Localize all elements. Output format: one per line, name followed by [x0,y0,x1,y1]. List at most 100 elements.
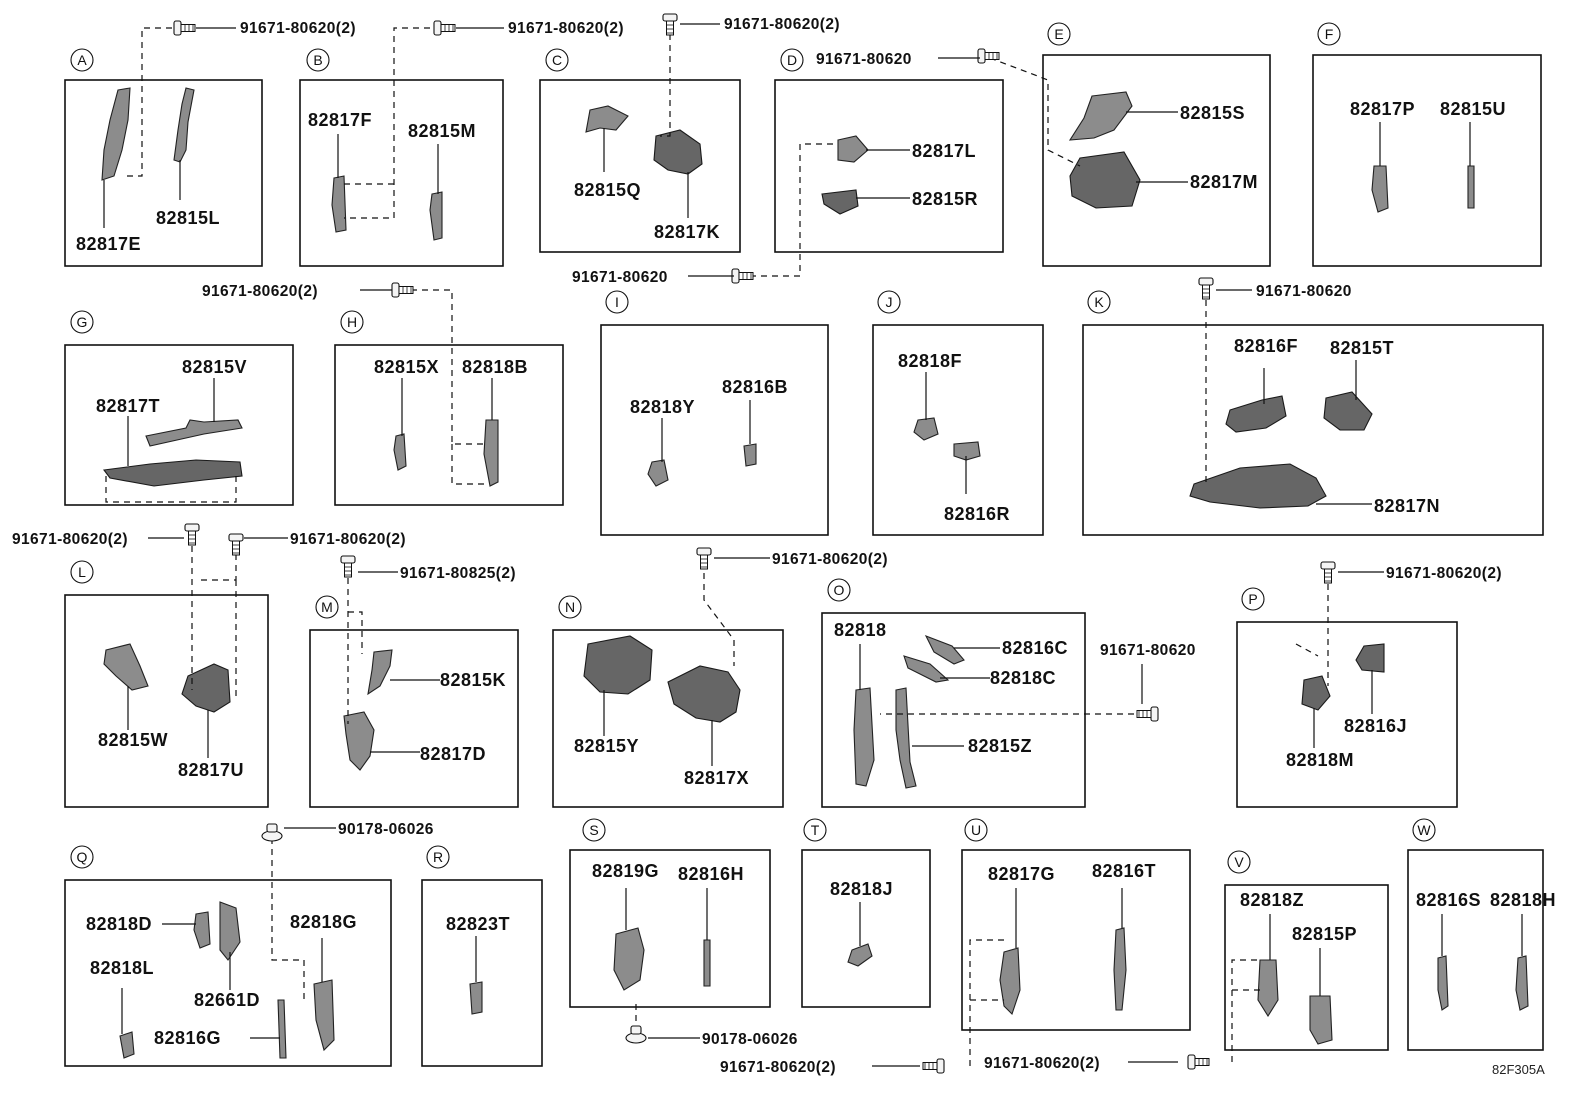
svg-text:M: M [321,599,333,615]
part-shape-82818d [193,911,211,949]
part-shape-82816s [1437,955,1449,1011]
part-label: 82817F [308,110,372,130]
part-label: 82818M [1286,750,1354,770]
svg-text:J: J [886,294,893,310]
section-letter-d: D [780,48,804,72]
svg-text:N: N [565,599,575,615]
section-box-j [872,324,1044,536]
part-label: 82818B [462,357,528,377]
part-shape-82818c [903,655,950,683]
part-label: 82815W [98,730,168,750]
part-shape-82815x [393,433,407,471]
section-letter-s: S [582,818,606,842]
section-letter-b: B [306,48,330,72]
svg-text:A: A [77,52,87,68]
part-label: 82817U [178,760,244,780]
fastener-label: 91671-80620(2) [984,1055,1100,1072]
part-shape-82815w [103,643,149,691]
svg-text:G: G [77,314,88,330]
part-label: 82818 [834,620,887,640]
part-shape-82816c [924,634,965,665]
part-label: 82815X [374,357,439,377]
svg-text:F: F [1325,26,1334,42]
part-shape-82823t [469,981,483,1015]
section-letter-l: L [70,560,94,584]
part-shape-82817e [101,87,131,181]
part-shape-82817f [331,175,347,233]
part-label: 82818F [898,351,962,371]
part-label: 82816H [678,864,744,884]
fastener-label: 91671-80620(2) [508,20,624,37]
part-shape-82818j [847,943,873,967]
part-label: 82816T [1092,861,1156,881]
fastener-label-leaders [148,23,1384,1067]
part-shape-82816f [1225,395,1287,433]
part-shape-82818b [483,419,499,487]
part-shape-82815y [583,635,653,695]
route-f11 [703,562,735,666]
part-shape-82817m [1069,151,1141,209]
section-letter-g: G [70,310,94,334]
section-letter-k: K [1087,290,1111,314]
part-label: 82815R [912,189,978,209]
section-letter-h: H [340,310,364,334]
section-letter-q: Q [70,845,94,869]
section-box-u [961,849,1191,1031]
part-label: 82818G [290,912,357,932]
part-shape-82818z [1257,959,1279,1018]
section-box-g [64,344,294,506]
svg-text:I: I [615,294,619,310]
section-letter-j: J [877,290,901,314]
svg-text:T: T [811,822,820,838]
part-shape-82816g [277,999,287,1059]
section-box-v [1224,884,1389,1051]
section-box-l [64,594,269,808]
section-box-n [552,629,784,808]
fastener-label: 91671-80620 [1100,642,1196,659]
part-shape-82817n [1189,463,1327,509]
part-shape-82818l [119,1031,135,1059]
bolt-icon [391,282,414,298]
bolt-icon [433,20,456,36]
part-shape-82815t [1323,391,1373,431]
bolt-icon [173,20,196,36]
fastener-label: 91671-80620(2) [12,531,128,548]
part-shape-82816h [703,939,711,987]
section-letter-t: T [803,818,827,842]
svg-text:E: E [1054,26,1063,42]
part-label: 82817P [1350,99,1415,119]
part-label: 82815K [440,670,506,690]
part-shape-82816t [1113,927,1127,1011]
part-label: 82816F [1234,336,1298,356]
part-label: 82818J [830,879,893,899]
part-shape-82816j [1355,643,1385,673]
part-label: 82815V [182,357,247,377]
section-letter-n: N [558,595,582,619]
fastener-label: 91671-80620(2) [1386,565,1502,582]
clip-icon [625,1025,647,1044]
section-letter-c: C [545,48,569,72]
fastener-label: 91671-80620(2) [720,1059,836,1076]
part-shape-82816b [743,443,757,467]
part-label: 82817G [988,864,1055,884]
section-letter-f: F [1317,22,1341,46]
route-f9 [196,554,237,700]
svg-text:W: W [1417,822,1431,838]
part-label: 82815U [1440,99,1506,119]
route-f13 [1295,584,1329,686]
svg-text:O: O [834,582,845,598]
section-box-r [421,879,543,1067]
part-shape-82816r [953,441,981,461]
section-box-c [539,79,741,253]
bolt-icon [228,533,244,556]
route-f10 [347,578,363,724]
part-shape-82818f [913,417,939,441]
section-box-m [309,629,519,808]
part-shape-82818g [313,979,335,1052]
diagram-code: 82F305A [1492,1062,1545,1077]
fastener-label: 91671-80620 [816,51,912,68]
part-label: 82815S [1180,103,1245,123]
part-label: 82815Y [574,736,639,756]
